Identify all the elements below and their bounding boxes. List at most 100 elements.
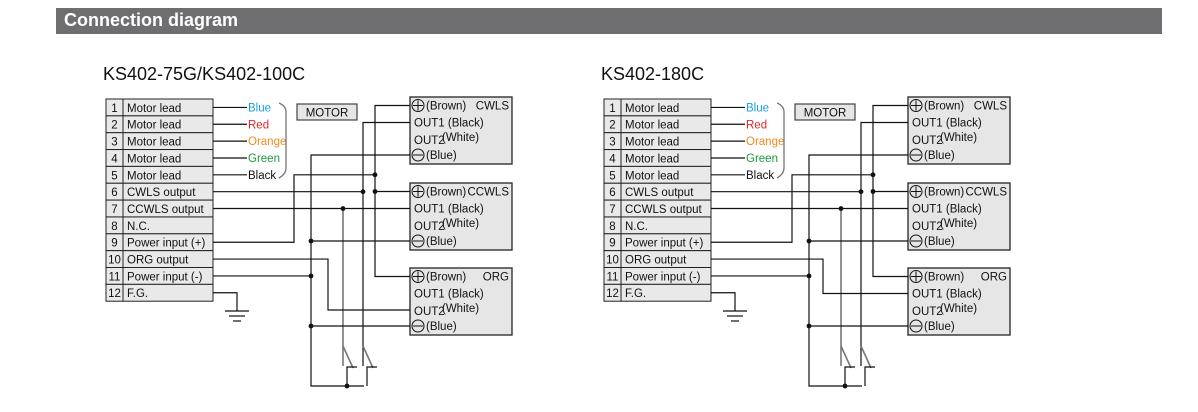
sensor-out1-label: OUT1 (Black) — [414, 289, 484, 301]
pin-row: 2 Motor lead — [603, 115, 712, 134]
pin-number: 1 — [111, 103, 117, 115]
plus-circle-ring — [909, 99, 923, 112]
pin-row: 7 CCWLS output — [603, 199, 712, 218]
sensor-plus-label: (Brown) — [924, 272, 964, 284]
junction-dot — [806, 323, 812, 329]
junction-dot — [372, 189, 378, 194]
motor-bracket — [776, 102, 785, 179]
pin-label: Motor lead — [625, 120, 679, 132]
sensor-minus-label: (Blue) — [924, 321, 955, 333]
sensor-out1-label: OUT1 (Black) — [912, 204, 982, 216]
sensor-out1-label: OUT1 (Black) — [912, 118, 982, 130]
plus-circle-icon — [411, 99, 425, 112]
pin-label: Motor lead — [127, 153, 181, 165]
switch-lever-1 — [342, 345, 354, 369]
plus-circle-icon — [411, 185, 425, 198]
junction-dot — [806, 238, 812, 244]
pin-label: Motor lead — [625, 103, 679, 115]
motor-label-box — [794, 103, 856, 121]
wiring — [711, 104, 908, 389]
plus-circle-ring — [411, 185, 425, 198]
pin-label: Motor lead — [127, 103, 181, 115]
switch-icon — [840, 345, 875, 386]
pin-number: 10 — [108, 255, 121, 267]
pin-label: Motor lead — [625, 170, 679, 182]
motor-label: MOTOR — [306, 108, 349, 120]
junction-dot — [806, 273, 812, 279]
plus-circle-ring — [909, 270, 923, 283]
pin-number: 11 — [607, 271, 619, 283]
plus-circle-icon — [909, 270, 923, 283]
minus-bus-wire — [808, 154, 908, 387]
sensor-minus-label: (Blue) — [924, 236, 955, 248]
sensor-plus-label: (Brown) — [426, 187, 466, 199]
minus-circle-ring — [909, 319, 923, 333]
pin-number: 3 — [111, 137, 117, 149]
pin-label: ORG output — [625, 255, 687, 267]
pin-label: CWLS output — [625, 187, 694, 199]
pin-label: Power input (+) — [625, 238, 703, 250]
sensor-plus-label: (Brown) — [426, 101, 466, 113]
pin-label: Motor lead — [625, 137, 679, 149]
junction-dot — [308, 273, 314, 279]
plus-circle-icon — [411, 270, 425, 283]
pin-number: 9 — [111, 238, 117, 250]
pin-number: 7 — [609, 204, 615, 216]
pin-label: N.C. — [625, 221, 648, 233]
junction-dot — [870, 172, 876, 178]
motor-lead-color: Green — [248, 153, 280, 165]
cwls-out1-wire — [860, 121, 908, 366]
minus-circle-ring — [411, 148, 425, 162]
sensor-box — [907, 96, 1011, 165]
sensor-out2-label: (White) — [442, 303, 479, 315]
junction-dot — [308, 323, 314, 329]
pin-label: CCWLS output — [127, 204, 205, 216]
sensor-name: CWLS — [974, 101, 1008, 113]
section-header: Connection diagram — [56, 8, 1162, 34]
junction-dot — [842, 383, 848, 389]
sensor-plus-label: (Brown) — [924, 101, 964, 113]
motor-label-box — [296, 103, 358, 121]
sensor-out2-prefix: OUT2 — [414, 221, 445, 233]
fg-wire — [213, 292, 238, 311]
switch-icon — [342, 345, 377, 386]
pin-number: 2 — [609, 120, 615, 132]
junction-dot — [858, 189, 864, 195]
motor-label: MOTOR — [804, 108, 847, 120]
sensor-out2-prefix: OUT2 — [414, 135, 445, 147]
pin-number: 1 — [609, 103, 615, 115]
junction-dot — [308, 238, 314, 244]
pin-label: Motor lead — [625, 153, 679, 165]
sensor-out1-label: OUT1 (Black) — [912, 289, 982, 301]
motor-lead-color: Black — [746, 170, 774, 182]
sensor-box — [409, 96, 513, 165]
pin-number: 8 — [111, 221, 117, 233]
pin-label: CCWLS output — [625, 204, 703, 216]
motor-lead-color: Orange — [746, 136, 784, 148]
switch-lever-1 — [840, 345, 852, 369]
sensor-out2-prefix: OUT2 — [912, 306, 943, 318]
sensor-out2-prefix: OUT2 — [912, 221, 943, 233]
pin-number: 12 — [606, 288, 619, 300]
junction-dot — [870, 189, 876, 194]
pin-label: Motor lead — [127, 170, 181, 182]
pin-row: 1 Motor lead — [603, 98, 712, 117]
minus-circle-icon — [411, 234, 425, 248]
